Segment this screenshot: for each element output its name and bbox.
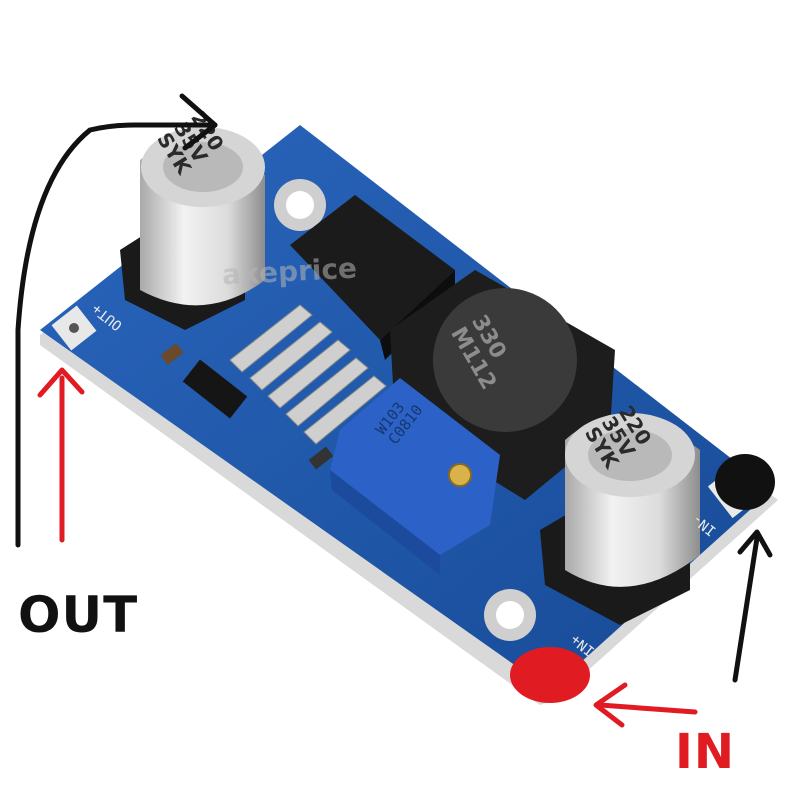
in-black-arrow [732,535,760,683]
smd-resistor [160,343,184,365]
out-black-wire [15,122,218,548]
out-label: OUT [18,586,139,644]
watermark: axeprice [221,251,358,292]
out-red-arrowhead-icon [37,367,85,398]
in-plus-red-dot [510,647,590,703]
in-minus-black-dot [715,454,775,510]
trimpot-screw [448,463,472,487]
regulator-legs [229,304,387,445]
in-label: IN [675,724,736,780]
trimpot-body [330,378,500,555]
smd-diode [182,359,248,419]
in-red-arrowhead-icon [593,682,628,728]
regulator-ic [290,195,455,340]
in-red-arrow [597,702,698,715]
in-black-arrowhead-icon [737,529,773,558]
inductor-core [433,288,577,432]
out-arrowhead-black-icon [179,93,218,151]
